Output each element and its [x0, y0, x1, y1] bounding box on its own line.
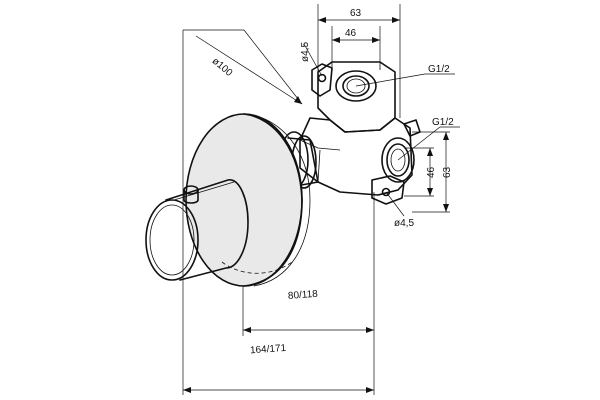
label-hole-top: ø4,5 [300, 42, 311, 62]
mounting-body-top [317, 61, 396, 133]
top-port-inner [342, 75, 370, 97]
label-height-inner: 46 [426, 166, 437, 178]
label-thread-right: G1/2 [432, 117, 454, 128]
dimension-lines [182, 4, 460, 395]
top-lug [311, 63, 333, 97]
bottom-lug [371, 175, 405, 205]
right-port-outer [381, 137, 415, 183]
label-top-width-inner: 46 [345, 28, 357, 39]
handle-front-face [145, 199, 199, 281]
label-depth-total: 164/171 [250, 343, 287, 357]
flange-face [186, 114, 302, 286]
stop-button [183, 189, 199, 204]
valve-body-drawing [145, 61, 421, 287]
top-lug-hole [317, 73, 327, 83]
right-port-inner [386, 143, 410, 177]
handle-body [165, 179, 249, 281]
label-flange-diameter: ø100 [210, 56, 235, 79]
label-top-width-outer: 63 [350, 8, 362, 19]
mounting-body-main [299, 117, 413, 196]
label-thread-top: G1/2 [428, 64, 450, 75]
label-height-outer: 63 [442, 166, 453, 178]
label-depth-body: 80/118 [288, 289, 319, 302]
top-port-outer [335, 70, 377, 102]
label-hole-bottom: ø4,5 [394, 218, 414, 229]
bottom-lug-hole [381, 187, 391, 197]
